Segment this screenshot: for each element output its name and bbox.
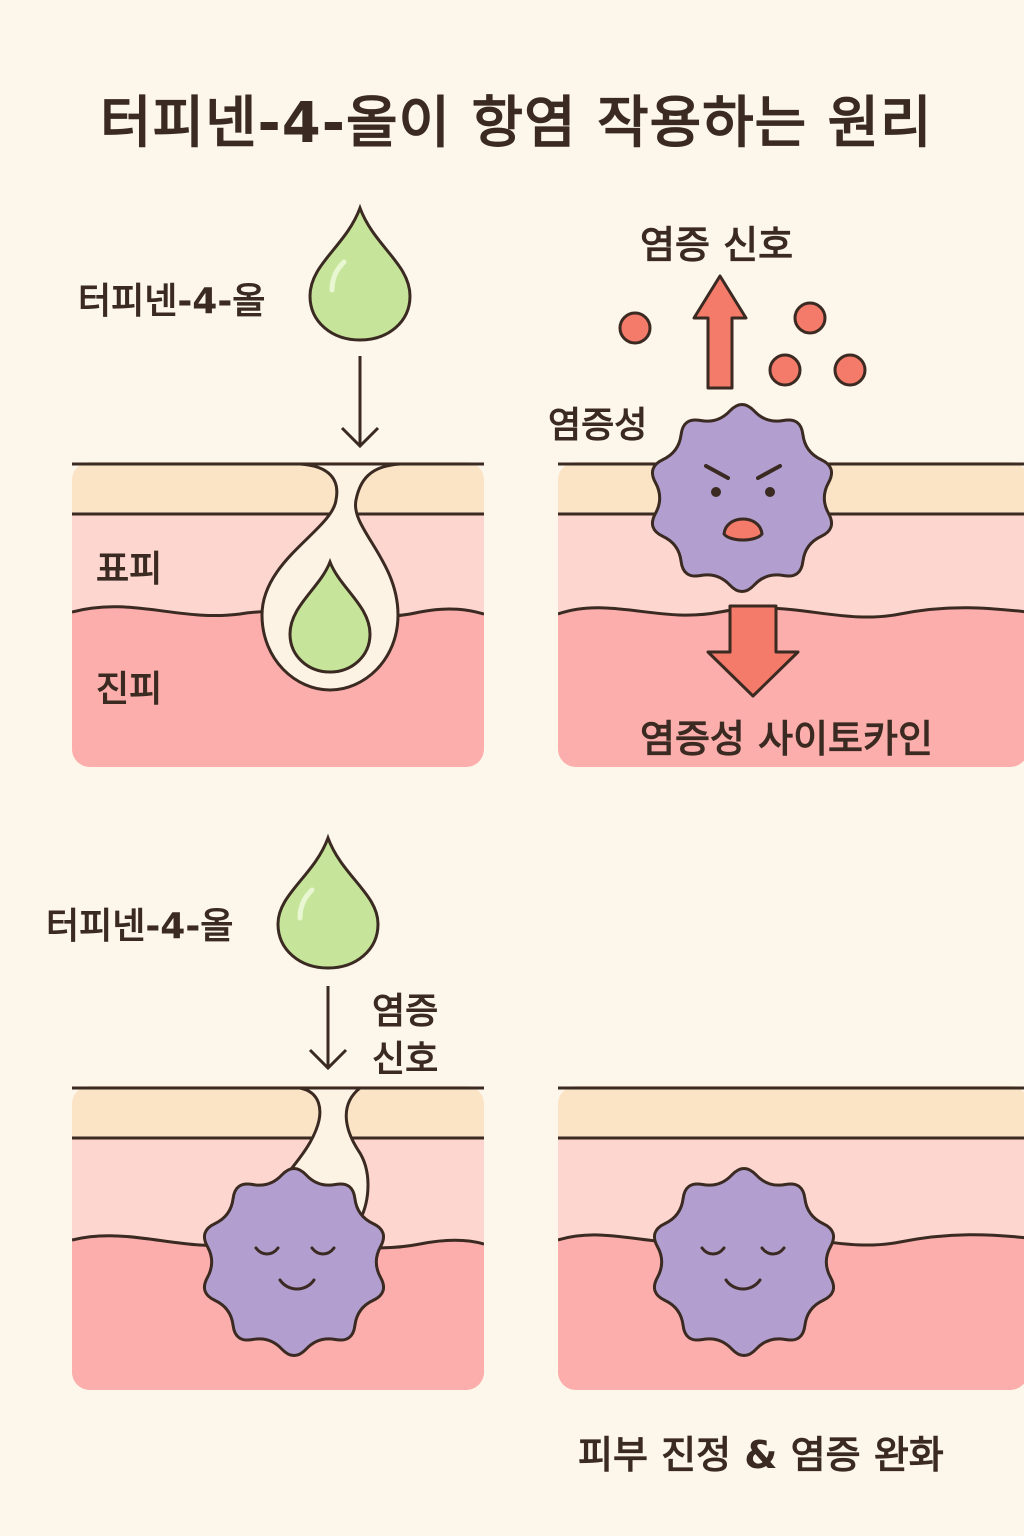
oil-drop-icon [276,833,380,970]
epidermis-label: 표피 [96,549,163,590]
page-title: 터피넨-4-올이 항염 작용하는 원리 [100,91,933,156]
inflammatory-label: 염증성 [548,405,648,446]
down-arrow-icon [340,356,380,449]
immune-cell-icon [202,1166,386,1358]
cytokine-particle [793,301,827,335]
up-arrow-icon [692,274,748,390]
immune-cell-icon [650,402,834,594]
panel-penetration [72,833,484,1390]
signal-line-1: 염증 [372,991,439,1032]
calm-face [254,1246,336,1291]
panel-inflammation [558,274,1024,767]
soothing-caption: 피부 진정 & 염증 완화 [578,1433,944,1477]
dermis-label: 진피 [96,669,163,710]
panel-absorption [72,203,484,767]
immune-cell-icon [652,1166,836,1358]
calm-face [700,1246,786,1291]
cytokine-label: 염증성 사이토카인 [640,717,933,761]
inflammation-signal-label: 염증 신호 [372,988,438,1084]
oil-drop-icon [308,203,412,342]
cytokine-particle [833,353,867,387]
oil-drop-icon [288,557,372,674]
down-arrow-icon [706,604,800,698]
skin-section [558,462,1024,767]
cytokine-particle [768,353,802,387]
cytokine-particle [618,311,652,345]
down-arrow-icon [308,986,348,1071]
terpinen-label: 터피넨-4-올 [78,281,266,322]
inflammation-signal-label: 염증 신호 [640,223,794,267]
angry-face [704,464,782,542]
panel-soothed [558,1086,1024,1390]
signal-line-2: 신호 [372,1039,439,1080]
terpinen-label: 터피넨-4-올 [46,906,234,947]
